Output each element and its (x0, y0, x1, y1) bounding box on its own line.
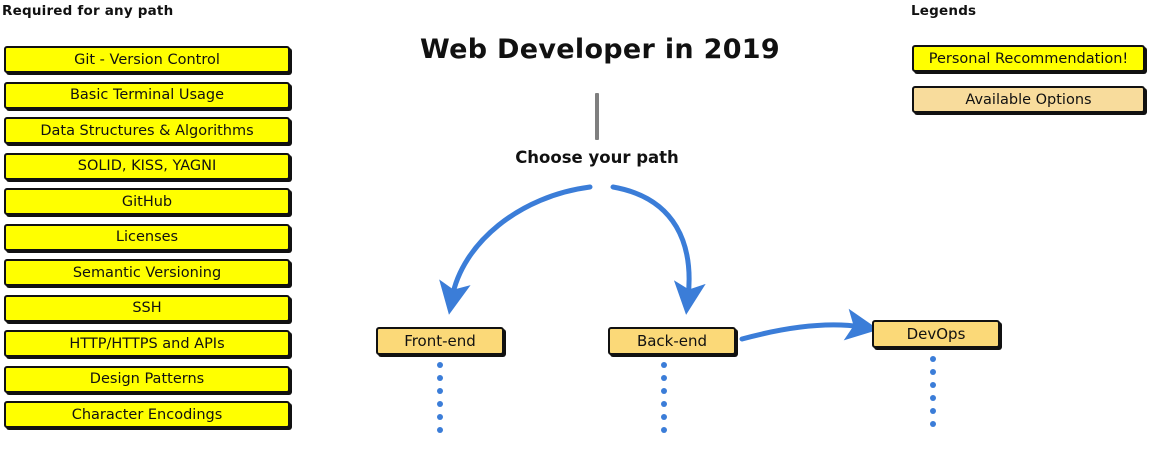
trail-dot (661, 375, 667, 381)
arrow-to-back-end (610, 184, 706, 315)
required-item[interactable]: Semantic Versioning (4, 259, 290, 286)
trail-front-end (437, 362, 443, 440)
path-label: Back-end (636, 332, 708, 350)
required-item-label: Character Encodings (71, 406, 223, 423)
page-title: Web Developer in 2019 (420, 34, 780, 65)
required-item-label: GitHub (121, 193, 173, 210)
required-item[interactable]: Licenses (4, 223, 290, 251)
trail-dot (930, 421, 936, 427)
trail-dot (437, 414, 443, 420)
trail-dot (661, 401, 667, 407)
title-stem-connector (595, 93, 599, 140)
required-item-label: SOLID, KISS, YAGNI (77, 158, 217, 174)
required-item-label: Data Structures & Algorithms (40, 122, 254, 139)
trail-dot (930, 395, 936, 401)
required-item[interactable]: Character Encodings (4, 401, 290, 428)
legend-item-label: Personal Recommendation! (928, 50, 1129, 67)
required-item[interactable]: Design Patterns (4, 365, 290, 393)
legends-section-heading: Legends (911, 3, 977, 19)
trail-dot (930, 356, 936, 362)
required-item[interactable]: Data Structures & Algorithms (4, 117, 290, 144)
legend-item-label: Available Options (965, 91, 1092, 108)
arrow-to-front-end (439, 184, 593, 315)
trail-dot (437, 375, 443, 381)
required-section-heading: Required for any path (2, 3, 174, 19)
trail-dot (437, 427, 443, 433)
trail-back-end (661, 362, 667, 440)
required-item-label: Git - Version Control (74, 51, 220, 68)
trail-dot (661, 362, 667, 368)
required-item-label: Design Patterns (89, 371, 205, 387)
path-box-back-end[interactable]: Back-end (608, 327, 736, 355)
trail-dot (661, 414, 667, 420)
required-item-label: Basic Terminal Usage (69, 87, 225, 103)
trail-devops (930, 356, 936, 434)
path-label: Front-end (404, 332, 476, 350)
required-item-label: Licenses (115, 229, 179, 245)
path-label: DevOps (906, 325, 966, 343)
required-item-label: HTTP/HTTPS and APIs (69, 335, 225, 352)
required-item[interactable]: Git - Version Control (4, 46, 290, 73)
trail-dot (930, 369, 936, 375)
trail-dot (661, 427, 667, 433)
required-item[interactable]: GitHub (4, 188, 290, 215)
trail-dot (930, 382, 936, 388)
required-item[interactable]: HTTP/HTTPS and APIs (4, 330, 290, 357)
required-item-label: SSH (132, 300, 162, 316)
required-item[interactable]: SOLID, KISS, YAGNI (4, 152, 290, 180)
legend-item: Available Options (912, 86, 1145, 113)
required-item-label: Semantic Versioning (72, 264, 222, 281)
trail-dot (437, 401, 443, 407)
trail-dot (437, 362, 443, 368)
trail-dot (661, 388, 667, 394)
path-box-devops[interactable]: DevOps (872, 320, 1000, 348)
path-box-front-end[interactable]: Front-end (376, 327, 504, 355)
trail-dot (930, 408, 936, 414)
legend-item: Personal Recommendation! (912, 45, 1145, 72)
required-item[interactable]: SSH (4, 294, 290, 322)
arrow-to-devops (739, 308, 879, 342)
choose-your-path-label: Choose your path (515, 148, 679, 167)
trail-dot (437, 388, 443, 394)
required-item[interactable]: Basic Terminal Usage (4, 81, 290, 109)
